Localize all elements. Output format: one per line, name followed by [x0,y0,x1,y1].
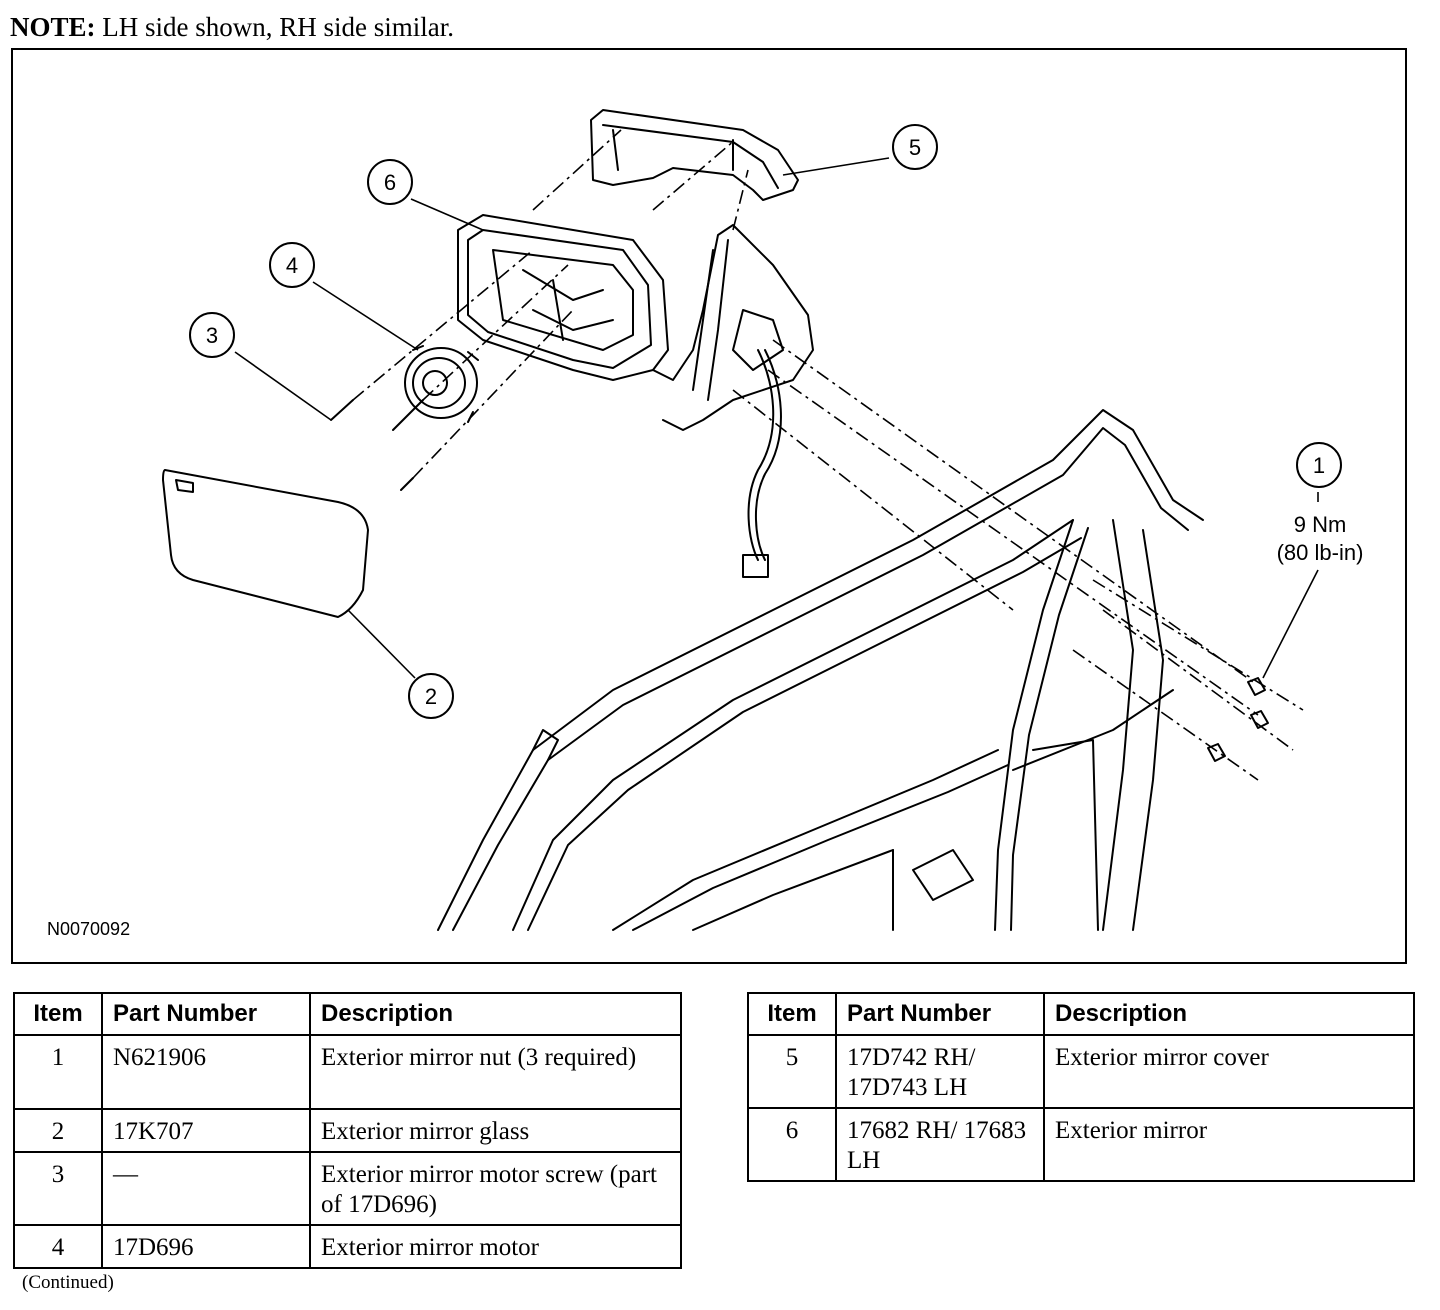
callout-4: 4 [269,242,315,288]
header-description: Description [309,992,682,1036]
cell-item: 2 [13,1108,103,1153]
callout-2: 2 [408,673,454,719]
cell-description: Exterior mirror glass [309,1108,682,1153]
callout-number: 1 [1313,453,1325,478]
cell-description: Exterior mirror [1043,1107,1415,1182]
parts-table-left: Item Part Number Description 1 N621906 E… [13,992,682,1269]
callout-number: 3 [206,323,218,348]
exploded-view-figure: 1 2 3 4 5 6 9 Nm (80 lb-in) N0070092 [11,48,1407,964]
exterior-mirror-glass-drawing [162,469,369,618]
table-row: 6 17682 RH/ 17683 LH Exterior mirror [747,1107,1415,1182]
motor-screws-drawing [330,399,424,491]
torque-value: 9 Nm [1294,512,1347,537]
cell-part-number: 17K707 [101,1108,311,1153]
cell-part-number: 17D742 RH/ 17D743 LH [835,1034,1045,1109]
cell-description: Exterior mirror nut (3 required) [309,1034,682,1110]
cell-item: 1 [13,1034,103,1110]
note-label: NOTE: [10,12,96,42]
continued-note: (Continued) [22,1272,114,1293]
table-header-row: Item Part Number Description [747,992,1415,1036]
cell-part-number: — [101,1151,311,1226]
header-description: Description [1043,992,1415,1036]
cell-item: 3 [13,1151,103,1226]
header-item: Item [13,992,103,1036]
header-item: Item [747,992,837,1036]
parts-table-right: Item Part Number Description 5 17D742 RH… [747,992,1415,1182]
door-frame-drawing [437,409,1204,931]
header-part-number: Part Number [101,992,311,1036]
table-row: 3 — Exterior mirror motor screw (part of… [13,1151,682,1226]
callout-1: 1 [1296,442,1342,488]
exterior-mirror-drawing [457,214,814,431]
cell-item: 4 [13,1224,103,1269]
callout-number: 5 [909,135,921,160]
torque-value-imperial: (80 lb-in) [1277,540,1364,565]
mirror-nuts-drawing [1207,677,1269,762]
cell-description: Exterior mirror motor screw (part of 17D… [309,1151,682,1226]
cell-part-number: N621906 [101,1034,311,1110]
cell-item: 6 [747,1107,837,1182]
table-row: 2 17K707 Exterior mirror glass [13,1108,682,1153]
callout-number: 6 [384,170,396,195]
table-row: 4 17D696 Exterior mirror motor [13,1224,682,1269]
exterior-mirror-cover-drawing [590,109,799,201]
callout-3: 3 [189,312,235,358]
wiring-harness-drawing [742,349,782,578]
cell-description: Exterior mirror motor [309,1224,682,1269]
callout-6: 6 [367,159,413,205]
callout-number: 4 [286,253,298,278]
alignment-lines [352,129,1304,781]
table-row: 5 17D742 RH/ 17D743 LH Exterior mirror c… [747,1034,1415,1109]
cell-item: 5 [747,1034,837,1109]
table-row: 1 N621906 Exterior mirror nut (3 require… [13,1034,682,1110]
callout-5: 5 [892,124,938,170]
header-part-number: Part Number [835,992,1045,1036]
note-text: LH side shown, RH side similar. [102,12,455,42]
callout-leaders [234,157,1319,679]
callout-number: 2 [425,684,437,709]
exterior-mirror-motor-drawing [404,345,479,423]
table-header-row: Item Part Number Description [13,992,682,1036]
mirror-assembly-drawing: 1 2 3 4 5 6 9 Nm (80 lb-in) N0070092 [47,109,1364,939]
diagram-note: NOTE: LH side shown, RH side similar. [10,12,454,43]
figure-id: N0070092 [47,919,130,939]
cell-part-number: 17D696 [101,1224,311,1269]
cell-description: Exterior mirror cover [1043,1034,1415,1109]
cell-part-number: 17682 RH/ 17683 LH [835,1107,1045,1182]
